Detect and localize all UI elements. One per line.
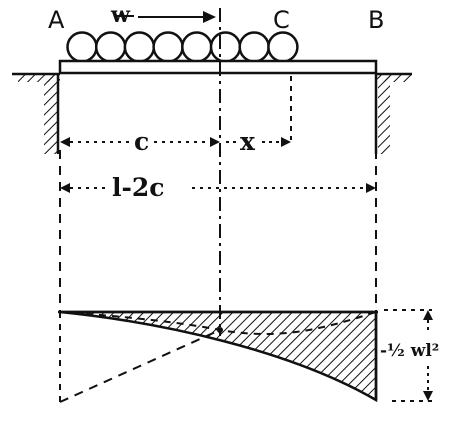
circle-roller-icon bbox=[209, 31, 242, 63]
label-dim-x: x bbox=[240, 127, 256, 156]
label-point-c: C bbox=[273, 6, 290, 34]
label-dim-span: l-2c bbox=[112, 173, 165, 202]
moment-dimension bbox=[384, 309, 433, 402]
rolling-load bbox=[66, 31, 299, 63]
right-support-hatched-ground-icon bbox=[374, 74, 412, 154]
dimension-c bbox=[60, 137, 220, 147]
circle-roller-icon bbox=[181, 31, 213, 63]
circle-roller-icon bbox=[94, 31, 127, 63]
circle-roller-icon bbox=[152, 31, 184, 63]
beam bbox=[12, 59, 412, 76]
circle-roller-icon bbox=[66, 31, 98, 63]
moment-diagram bbox=[58, 310, 378, 403]
circle-roller-icon bbox=[123, 31, 156, 63]
projection-lines bbox=[59, 8, 377, 336]
dimension-span bbox=[60, 183, 376, 193]
label-point-b: B bbox=[368, 6, 384, 34]
dimension-x bbox=[226, 137, 291, 147]
circle-roller-icon bbox=[267, 31, 299, 63]
label-point-a: A bbox=[48, 6, 65, 34]
label-moment-value: -½ wl² bbox=[380, 341, 439, 361]
circle-roller-icon bbox=[238, 31, 270, 63]
right-arrow-icon bbox=[114, 11, 216, 23]
left-support-hatched-ground-icon bbox=[18, 74, 60, 154]
label-dim-c: c bbox=[134, 127, 149, 156]
